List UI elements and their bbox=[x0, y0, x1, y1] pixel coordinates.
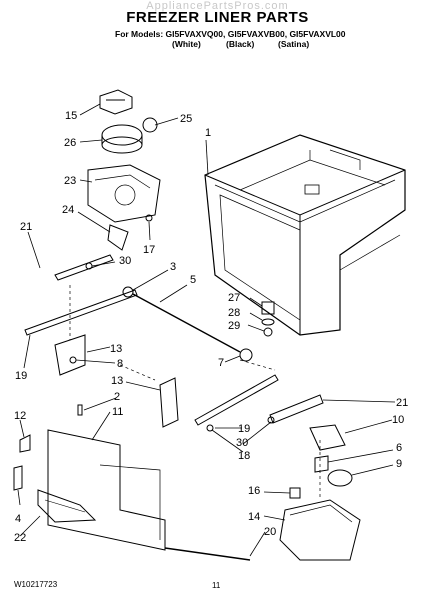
callout-3: 3 bbox=[170, 261, 176, 273]
callout-labels: 1 2 3 4 5 6 7 8 9 10 11 12 13 13 14 15 1… bbox=[14, 110, 408, 544]
left-slide-rails bbox=[24, 254, 138, 376]
callout-5: 5 bbox=[190, 274, 196, 286]
leader-lines bbox=[17, 103, 396, 557]
callout-20: 20 bbox=[264, 526, 276, 538]
callout-17: 17 bbox=[143, 244, 155, 256]
page-title: FREEZER LINER PARTS bbox=[126, 9, 309, 26]
callout-2: 2 bbox=[114, 391, 120, 403]
callout-14: 14 bbox=[248, 511, 260, 523]
page-number: 11 bbox=[212, 581, 221, 590]
callout-4: 4 bbox=[15, 513, 21, 525]
variant-black: (Black) bbox=[226, 39, 255, 49]
callout-9: 9 bbox=[396, 458, 402, 470]
callout-7: 7 bbox=[218, 357, 224, 369]
callout-29: 29 bbox=[228, 320, 240, 332]
lower-liner-panel bbox=[13, 404, 251, 561]
right-slide-rails bbox=[159, 374, 324, 432]
callout-13a: 13 bbox=[110, 343, 122, 355]
callout-21b: 21 bbox=[396, 397, 408, 409]
small-fittings bbox=[261, 301, 275, 337]
callout-24: 24 bbox=[62, 204, 74, 216]
callout-6: 6 bbox=[396, 442, 402, 454]
lamp-and-housing bbox=[279, 424, 361, 561]
fan-assembly bbox=[87, 89, 161, 251]
freezer-basket bbox=[204, 134, 406, 336]
callout-12: 12 bbox=[14, 410, 26, 422]
callout-25: 25 bbox=[180, 113, 192, 125]
callout-26: 26 bbox=[64, 137, 76, 149]
callout-13b: 13 bbox=[111, 375, 123, 387]
variant-satina: (Satina) bbox=[278, 39, 310, 49]
callout-30b: 30 bbox=[236, 437, 248, 449]
dashed-guides bbox=[69, 285, 321, 500]
watermark: AppliancePartsPros.com bbox=[146, 0, 289, 12]
callout-22: 22 bbox=[14, 532, 26, 544]
callout-1: 1 bbox=[205, 127, 211, 139]
callout-19a: 19 bbox=[15, 370, 27, 382]
callout-21a: 21 bbox=[20, 221, 32, 233]
callout-27: 27 bbox=[228, 292, 240, 304]
callout-23: 23 bbox=[64, 175, 76, 187]
document-number: W10217723 bbox=[14, 580, 58, 589]
models-line: For Models: GI5FVAXVQ00, GI5FVAXVB00, GI… bbox=[115, 29, 346, 39]
axle-rod bbox=[122, 286, 253, 362]
callout-11: 11 bbox=[112, 406, 123, 418]
callout-28: 28 bbox=[228, 307, 240, 319]
callout-18: 18 bbox=[238, 450, 250, 462]
callout-30a: 30 bbox=[119, 255, 131, 267]
callout-16: 16 bbox=[248, 485, 260, 497]
variant-white: (White) bbox=[172, 39, 201, 49]
callout-10: 10 bbox=[392, 414, 404, 426]
callout-19b: 19 bbox=[238, 423, 250, 435]
callout-15: 15 bbox=[65, 110, 77, 122]
callout-8: 8 bbox=[117, 358, 123, 370]
